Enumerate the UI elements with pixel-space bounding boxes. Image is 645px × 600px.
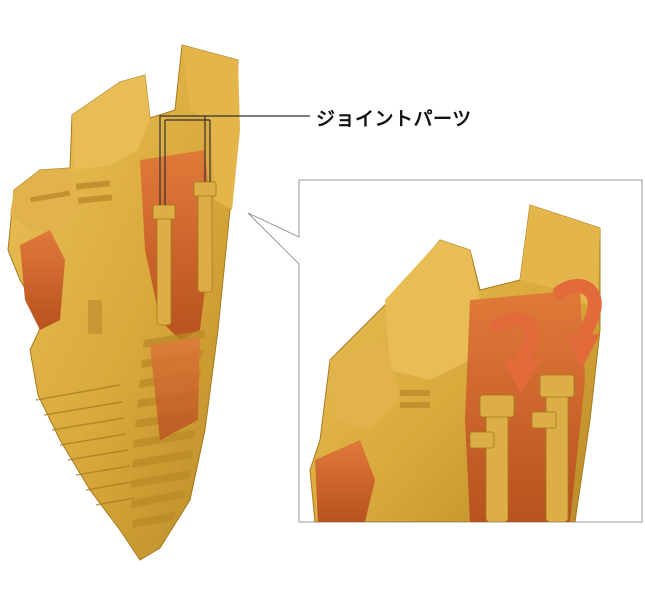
leader-line bbox=[159, 115, 310, 205]
zoom-detail-view bbox=[309, 204, 601, 522]
joint-parts-label: ジョイントパーツ bbox=[316, 108, 472, 130]
arrow-left-icon bbox=[490, 312, 540, 394]
curved-arrows bbox=[490, 279, 602, 394]
armor-part-full-view bbox=[7, 44, 240, 561]
arrow-right-icon bbox=[553, 279, 602, 368]
